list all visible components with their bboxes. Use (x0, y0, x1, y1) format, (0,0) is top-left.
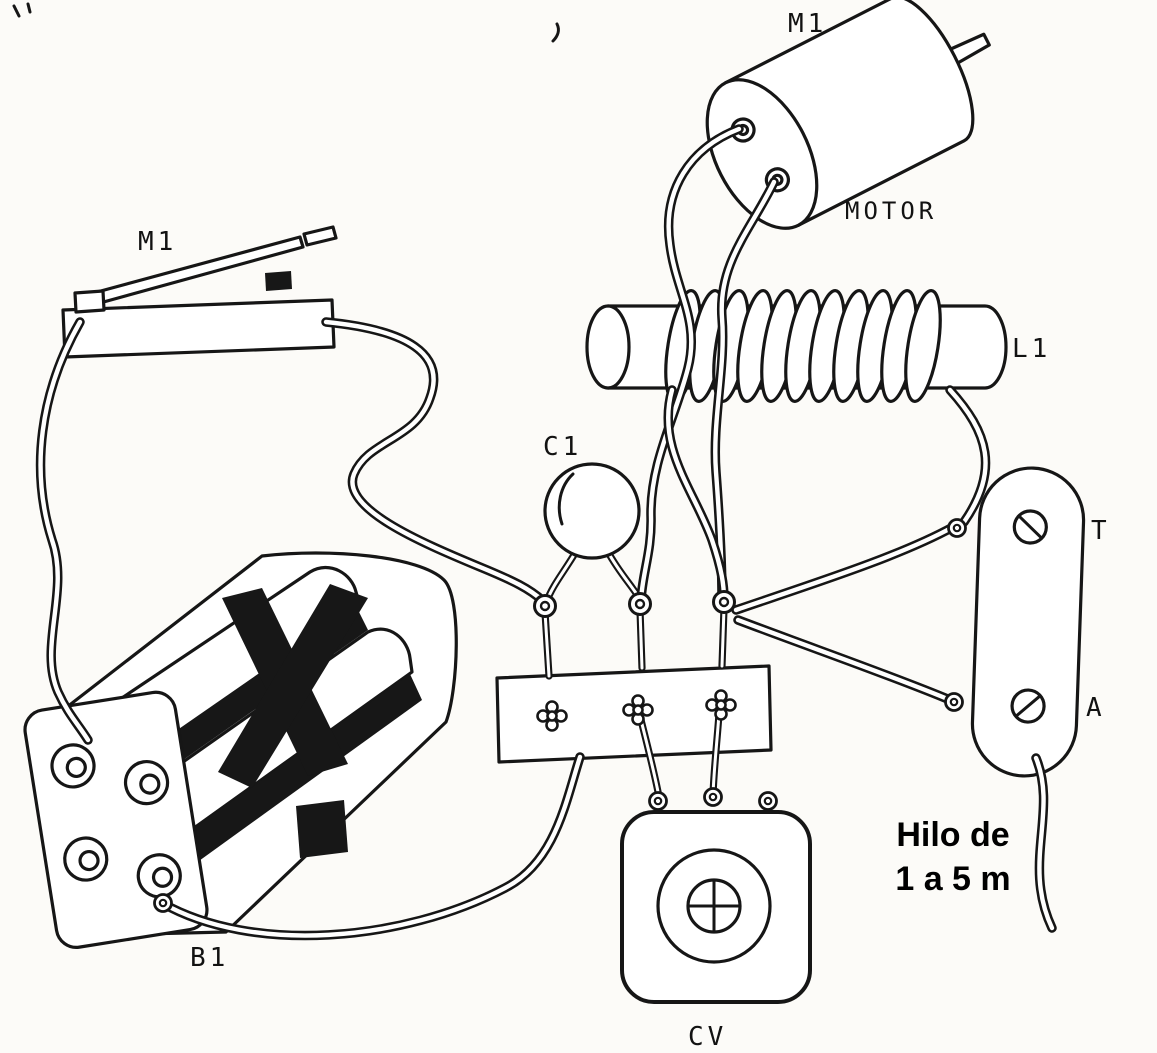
wire-switch-to-battery (41, 322, 88, 740)
label-varcap-ref: CV (688, 1022, 727, 1052)
antenna-note-line2: 1 a 5 m (895, 860, 1010, 898)
wire-strip-to-terminal-t (736, 527, 953, 610)
label-battery-ref: B1 (190, 943, 229, 973)
label-terminal-t: T (1091, 516, 1111, 546)
variable-capacitor-illustration (620, 810, 812, 1004)
label-motor-ref: M1 (788, 9, 827, 39)
solder-lug-tails (545, 608, 724, 676)
stray-pen-marks (12, 2, 560, 43)
wire-antenna-hilo (1036, 758, 1052, 928)
switch-illustration (61, 225, 338, 359)
label-coil-ref: L1 (1012, 334, 1051, 364)
label-capacitor-ref: C1 (543, 432, 582, 462)
battery-front-panel (23, 690, 209, 949)
wire-coil-to-terminal-t (950, 390, 986, 522)
coil-illustration (585, 289, 1008, 403)
antenna-note-line1: Hilo de (896, 816, 1009, 854)
disc-capacitor-illustration (543, 462, 641, 601)
battery-illustration (23, 551, 458, 949)
antenna-terminal-illustration (970, 466, 1086, 778)
label-terminal-a: A (1086, 693, 1106, 723)
label-motor-caption: MOTOR (845, 197, 937, 225)
label-switch-ref: M1 (138, 227, 177, 257)
